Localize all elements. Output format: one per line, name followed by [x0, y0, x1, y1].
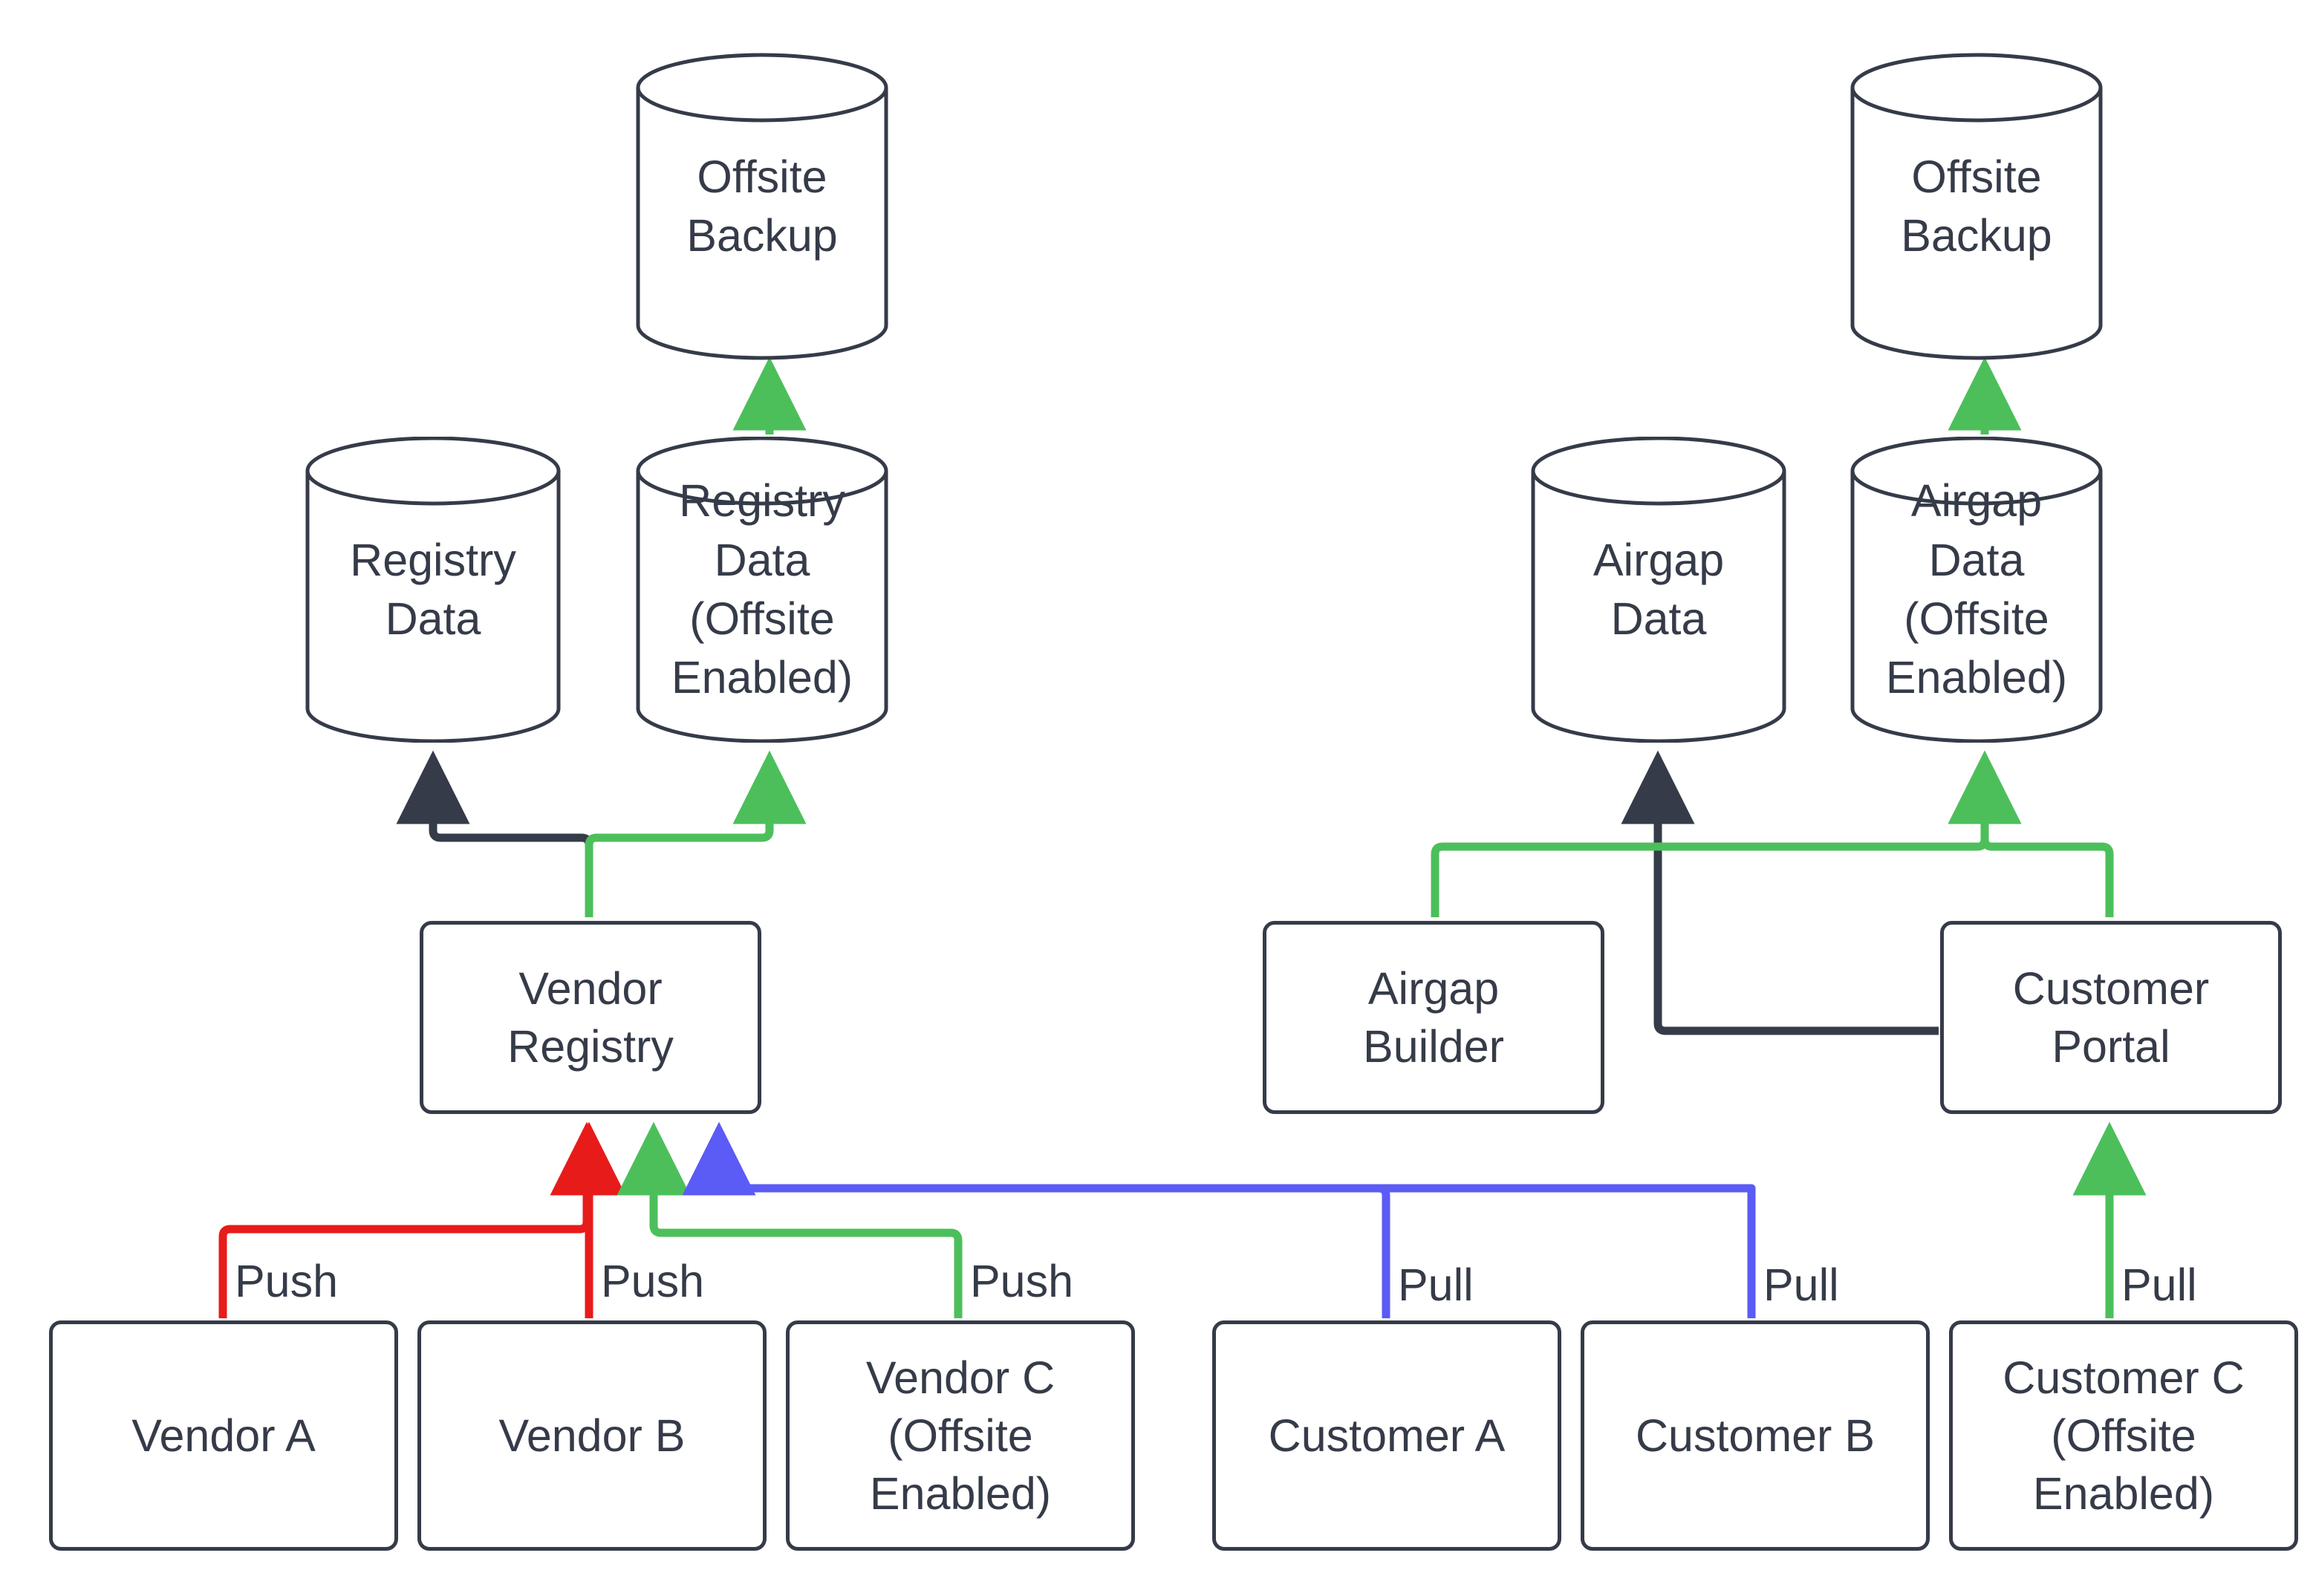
- node-label: Customer A: [1268, 1410, 1506, 1461]
- node-vendor-registry[interactable]: Vendor Registry: [420, 921, 761, 1114]
- node-registry-data-offsite[interactable]: Registry Data (Offsite Enabled): [635, 437, 889, 743]
- edge-label-push-a: Push: [230, 1255, 343, 1307]
- cylinder-shape: [636, 437, 888, 743]
- node-label: Vendor C (Offsite Enabled): [865, 1352, 1055, 1520]
- node-offsite-backup-right[interactable]: Offsite Backup: [1850, 52, 2104, 361]
- edge-vendorregistry-to-registrydataoffsite: [585, 750, 807, 917]
- cylinder-shape: [1850, 437, 2103, 743]
- node-label: Offsite Backup: [1901, 151, 2052, 261]
- edge-label-push-c: Push: [966, 1255, 1079, 1307]
- node-customer-portal[interactable]: Customer Portal: [1940, 921, 2282, 1114]
- edge-customerb-to-vendorregistry: [726, 1184, 1756, 1318]
- edge-vendorc-to-vendorregistry: [617, 1121, 963, 1318]
- edge-airgapbuilder-to-airgapdataoffsite: [1431, 750, 2022, 917]
- node-airgap-data[interactable]: Airgap Data: [1530, 437, 1787, 743]
- node-vendor-c[interactable]: Vendor C (Offsite Enabled): [786, 1320, 1135, 1551]
- node-offsite-backup-left[interactable]: Offsite Backup: [635, 52, 889, 361]
- node-label: Vendor A: [131, 1410, 316, 1461]
- cylinder-shape: [1850, 53, 2103, 360]
- node-airgap-builder[interactable]: Airgap Builder: [1263, 921, 1604, 1114]
- node-label: Registry Data (Offsite Enabled): [671, 475, 853, 703]
- node-customer-b[interactable]: Customer B: [1581, 1320, 1930, 1551]
- node-label: Vendor Registry: [507, 963, 674, 1072]
- node-label: Customer B: [1635, 1410, 1876, 1461]
- node-vendor-a[interactable]: Vendor A: [49, 1320, 398, 1551]
- node-label: Customer Portal: [2012, 963, 2210, 1072]
- node-customer-a[interactable]: Customer A: [1212, 1320, 1561, 1551]
- node-airgap-data-offsite[interactable]: Airgap Data (Offsite Enabled): [1850, 437, 2104, 743]
- edge-label-push-b: Push: [596, 1255, 709, 1307]
- node-vendor-b[interactable]: Vendor B: [417, 1320, 767, 1551]
- node-label: Airgap Builder: [1363, 963, 1504, 1072]
- cylinder-shape: [636, 53, 888, 360]
- node-label: Vendor B: [498, 1410, 686, 1461]
- cylinder-shape: [1531, 437, 1786, 743]
- node-registry-data[interactable]: Registry Data: [305, 437, 562, 743]
- cylinder-shape: [305, 437, 561, 743]
- edge-label-pull-a: Pull: [1393, 1259, 1478, 1311]
- node-label: Airgap Data: [1593, 534, 1725, 644]
- edge-vendorregistry-to-registrydata: [396, 750, 593, 917]
- node-label: Offsite Backup: [686, 151, 838, 261]
- node-label: Registry Data: [350, 534, 516, 644]
- node-label: Customer C (Offsite Enabled): [2003, 1352, 2245, 1520]
- node-label: Airgap Data (Offsite Enabled): [1885, 475, 2068, 703]
- edge-label-pull-b: Pull: [1759, 1259, 1844, 1311]
- edge-customerportal-to-airgapdataoffsite: [1948, 750, 2114, 917]
- edge-label-pull-c: Pull: [2117, 1259, 2202, 1311]
- edge-customerportal-to-airgapdata: [1621, 750, 1939, 1035]
- node-customer-c[interactable]: Customer C (Offsite Enabled): [1949, 1320, 2298, 1551]
